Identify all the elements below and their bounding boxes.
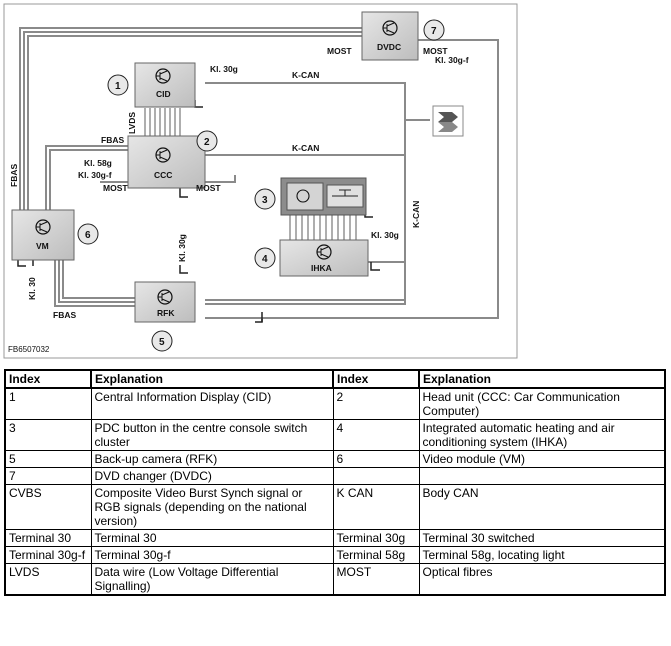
wiring-diagram: CID CCC VM RFK IHKA DVDC [3,3,518,359]
index-3: 3 [262,195,268,206]
table-row: 1 Central Information Display (CID) 2 He… [4,387,666,420]
label-lvds: LVDS [127,112,137,134]
legend-header-row: Index Explanation Index Explanation [4,369,666,389]
legend-explanation [418,467,666,485]
legend-explanation: PDC button in the centre console switch … [90,419,334,451]
figure-id: FB6507032 [8,345,50,354]
legend-explanation: Terminal 58g, locating light [418,546,666,564]
table-row: Terminal 30 Terminal 30 Terminal 30g Ter… [4,529,666,547]
table-row: 3 PDC button in the centre console switc… [4,419,666,451]
legend-index: K CAN [332,484,420,530]
legend-header-index: Index [4,369,92,389]
legend-index: Terminal 58g [332,546,420,564]
label-fbas-left: FBAS [9,164,19,187]
table-row: 7 DVD changer (DVDC) [4,467,666,485]
module-rfk: RFK [134,281,196,323]
legend-index: CVBS [4,484,92,530]
index-5: 5 [159,337,165,348]
legend-index: LVDS [4,563,92,596]
ihka-bundle [289,215,357,240]
legend-explanation: Data wire (Low Voltage Differential Sign… [90,563,334,596]
label-most-dvdc-left: MOST [327,46,352,56]
label-most-ccc-right: MOST [196,183,221,193]
legend-explanation: Video module (VM) [418,450,666,468]
label-kl30g-rfk: Kl. 30g [177,234,187,262]
index-6: 6 [85,230,91,241]
legend-explanation: Back-up camera (RFK) [90,450,334,468]
label-most-ccc-left: MOST [103,183,128,193]
legend-index: 4 [332,419,420,451]
module-label-cid: CID [156,89,171,99]
module-dvdc: DVDC [361,11,419,61]
wires [19,27,499,322]
legend-index: 1 [4,387,92,420]
legend-explanation: Head unit (CCC: Car Communication Comput… [418,387,666,420]
module-label-vm: VM [36,241,49,251]
label-most-dvdc-right: MOST [423,46,448,56]
legend-header-explanation: Explanation [418,369,666,389]
legend-index [332,467,420,485]
legend-header-index: Index [332,369,420,389]
index-1: 1 [115,81,121,92]
lvds-bundle [144,108,181,136]
label-kl30g-cid: Kl. 30g [210,64,238,74]
wire-labels: Kl. 30g K-CAN K-CAN K-CAN LVDS FBAS FBAS… [8,46,469,354]
label-kcan-top: K-CAN [292,70,319,80]
module-vm: VM [11,209,75,261]
module-label-rfk: RFK [157,308,175,318]
legend-index: 7 [4,467,92,485]
label-kl30g-ihka: Kl. 30g [371,230,399,240]
legend-explanation: Body CAN [418,484,666,530]
label-kl30gf-dvdc: Kl. 30g-f [435,55,469,65]
legend-index: 5 [4,450,92,468]
label-kl58g: Kl. 58g [84,158,112,168]
legend-index: Terminal 30g-f [4,546,92,564]
table-row: LVDS Data wire (Low Voltage Differential… [4,563,666,596]
module-label-ccc: CCC [154,170,172,180]
legend-explanation: Integrated automatic heating and air con… [418,419,666,451]
index-markers: 1 2 3 4 5 6 7 [77,19,445,352]
legend-index: 2 [332,387,420,420]
label-kl30-vm: Kl. 30 [27,277,37,300]
module-cid: CID [134,62,196,108]
label-kcan-mid: K-CAN [292,143,319,153]
connector-chevron-icon [432,105,464,137]
table-row: 5 Back-up camera (RFK) 6 Video module (V… [4,450,666,468]
label-fbas-top: FBAS [101,135,124,145]
module-label-dvdc: DVDC [377,42,401,52]
legend-explanation: Terminal 30 [90,529,334,547]
module-ihka: IHKA [279,239,369,277]
index-7: 7 [431,26,437,37]
legend-explanation: Central Information Display (CID) [90,387,334,420]
legend-explanation: Terminal 30 switched [418,529,666,547]
legend-explanation: Optical fibres [418,563,666,596]
label-kcan-right: K-CAN [411,201,421,228]
index-4: 4 [262,254,268,265]
switch-icon [332,189,358,197]
legend-explanation: Terminal 30g-f [90,546,334,564]
legend-index: Terminal 30g [332,529,420,547]
module-ccc: CCC [127,135,206,189]
module-label-ihka: IHKA [311,263,332,273]
transistor-icon [296,189,310,203]
legend-explanation: Composite Video Burst Synch signal or RG… [90,484,334,530]
legend-index: 3 [4,419,92,451]
legend-index: MOST [332,563,420,596]
table-row: CVBS Composite Video Burst Synch signal … [4,484,666,530]
legend-explanation: DVD changer (DVDC) [90,467,334,485]
legend-table: Index Explanation Index Explanation 1 Ce… [4,369,666,596]
legend-header-explanation: Explanation [90,369,334,389]
label-fbas-bottom: FBAS [53,310,76,320]
label-kl30gf-ccc: Kl. 30g-f [78,170,112,180]
table-row: Terminal 30g-f Terminal 30g-f Terminal 5… [4,546,666,564]
index-2: 2 [204,137,210,148]
legend-index: Terminal 30 [4,529,92,547]
legend-index: 6 [332,450,420,468]
module-pdc-button [280,177,367,216]
